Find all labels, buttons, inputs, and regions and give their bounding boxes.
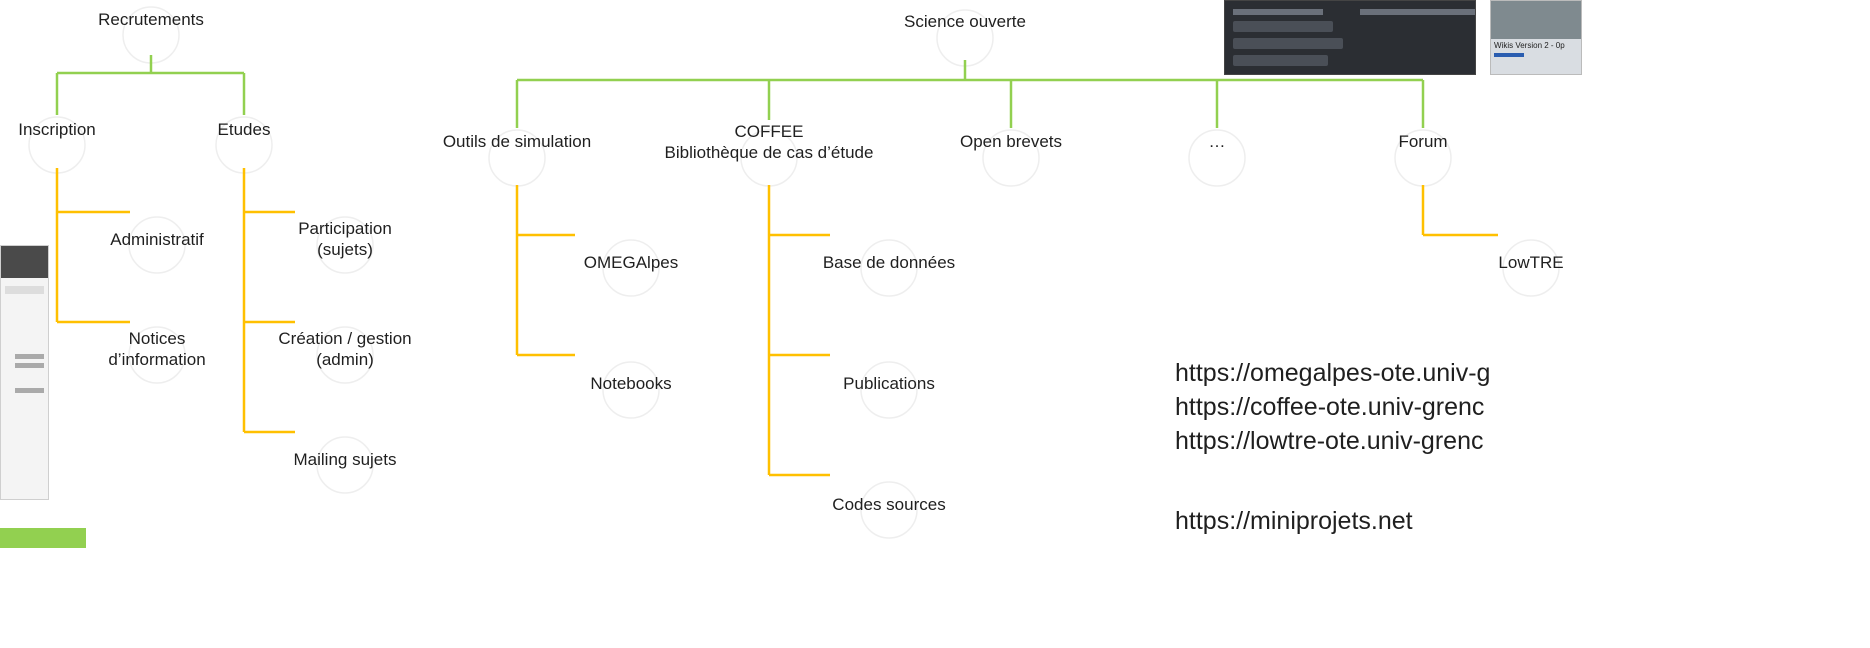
node-science-ouverte: Science ouverte <box>904 12 1026 31</box>
app-screenshot-thumbnail <box>0 245 49 500</box>
wiki-screenshot-thumbnail: Wikis Version 2 - 0p <box>1490 0 1582 75</box>
node-inscription: Inscription <box>18 120 96 139</box>
link-lowtre[interactable]: https://lowtre-ote.univ-grenc <box>1175 427 1484 455</box>
node-lowtre: LowTRE <box>1498 253 1564 272</box>
node-outils-simulation: Outils de simulation <box>442 132 592 151</box>
node-creation-gestion: Création / gestion(admin) <box>278 329 412 369</box>
node-recrutements: Recrutements <box>98 10 204 29</box>
node-administratif: Administratif <box>110 230 204 249</box>
node-mailing-sujets: Mailing sujets <box>293 450 397 469</box>
node-participation: Participation(sujets) <box>298 219 392 259</box>
node-omegalpes: OMEGAlpes <box>583 253 679 272</box>
node-open-brevets: Open brevets <box>959 132 1063 151</box>
node-publications: Publications <box>843 374 935 393</box>
node-forum: Forum <box>1398 132 1448 151</box>
node-codes-sources: Codes sources <box>832 495 946 514</box>
link-miniprojets[interactable]: https://miniprojets.net <box>1175 507 1413 535</box>
node-etudes: Etudes <box>217 120 271 139</box>
green-block <box>0 528 86 548</box>
forum-screenshot-thumbnail <box>1224 0 1476 75</box>
node-ellipsis: … <box>1208 132 1226 151</box>
link-omegalpes[interactable]: https://omegalpes-ote.univ-g <box>1175 359 1491 387</box>
node-base-de-donnees: Base de données <box>822 253 956 272</box>
link-coffee[interactable]: https://coffee-ote.univ-grenc <box>1175 393 1485 421</box>
node-notebooks: Notebooks <box>590 374 672 393</box>
wiki-thumbnail-caption: Wikis Version 2 - 0p <box>1494 41 1565 50</box>
